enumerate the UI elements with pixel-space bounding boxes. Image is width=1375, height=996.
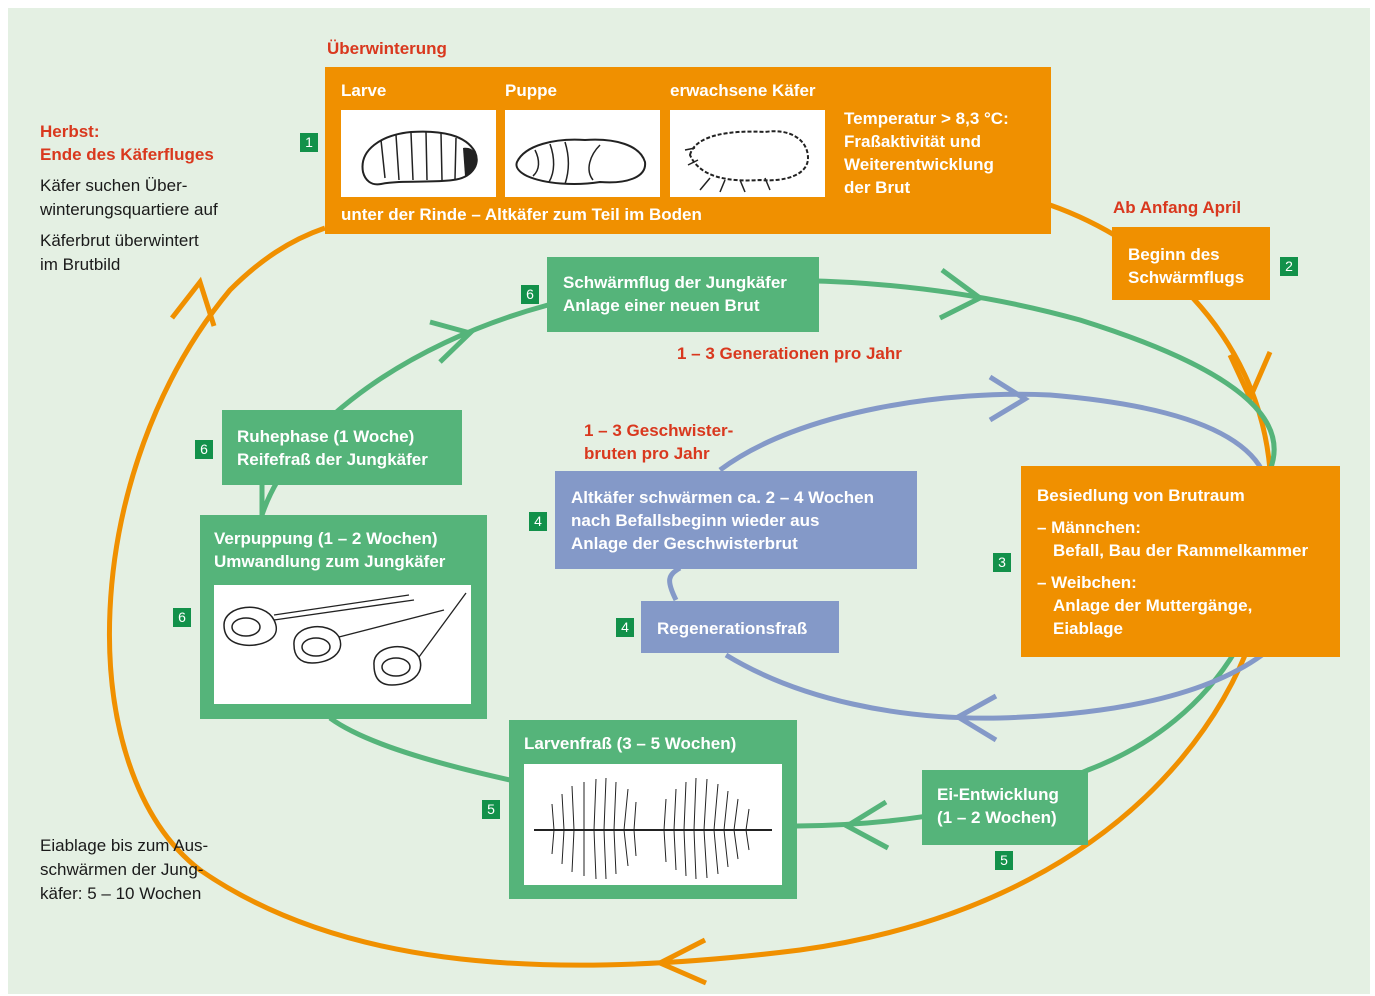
sibling-broods-note: 1 – 3 Geschwister- bruten pro Jahr	[584, 419, 733, 465]
temperature-line-4: der Brut	[844, 178, 911, 197]
larval-feeding-label: Larvenfraß (3 – 5 Wochen)	[524, 734, 737, 753]
orange-arrowhead-left	[170, 276, 217, 327]
pupation-line-1: Verpuppung (1 – 2 Wochen)	[214, 529, 438, 548]
swarm-start-line-1: Beginn des	[1128, 245, 1220, 264]
green-arrowhead-3	[841, 799, 890, 851]
step-badge-6a: 6	[521, 285, 539, 304]
step-badge-1: 1	[300, 133, 318, 152]
blue-arrowhead-1	[988, 374, 1030, 423]
bottom-note-line-1: Eiablage bis zum Aus-	[40, 836, 209, 855]
autumn-text-2: Käferbrut überwintert im Brutbild	[40, 229, 199, 277]
regeneration-label: Regenerationsfraß	[657, 619, 808, 638]
rest-phase-line-2: Reifefraß der Jungkäfer	[237, 450, 428, 469]
autumn-text2-line-2: im Brutbild	[40, 255, 121, 274]
rest-phase-line-1: Ruhephase (1 Woche)	[237, 427, 415, 446]
temperature-line-2: Fraßaktivität und	[844, 132, 981, 151]
autumn-text1-line-2: winterungsquartiere auf	[40, 200, 218, 219]
autumn-text1-line-1: Käfer suchen Über-	[40, 176, 188, 195]
old-beetles-line-2: nach Befallsbeginn wieder aus	[571, 511, 820, 530]
sibling-broods-line-1: 1 – 3 Geschwister-	[584, 421, 734, 440]
blue-arrowhead-2	[953, 693, 998, 743]
autumn-heading: Herbst: Ende des Käferfluges	[40, 120, 214, 166]
autumn-text2-line-1: Käferbrut überwintert	[40, 231, 199, 250]
colonization-female-text-1: Anlage der Muttergänge,	[1053, 596, 1253, 615]
colonization-male-text: Befall, Bau der Rammelkammer	[1053, 541, 1309, 560]
regeneration-box: Regenerationsfraß	[641, 601, 839, 653]
label-larva: Larve	[341, 81, 387, 100]
pupal-chambers-image	[214, 585, 471, 704]
young-swarm-box: Schwärmflug der Jungkäfer Anlage einer n…	[547, 257, 819, 332]
pupa-image	[505, 110, 660, 197]
old-beetles-line-1: Altkäfer schwärmen ca. 2 – 4 Wochen	[571, 488, 874, 507]
orange-arrowhead-bottom	[654, 937, 707, 986]
colonization-title: Besiedlung von Brutraum	[1037, 486, 1245, 505]
step-badge-4a: 4	[529, 512, 547, 531]
larval-feeding-box: Larvenfraß (3 – 5 Wochen)	[509, 720, 797, 899]
step-badge-6b: 6	[195, 440, 213, 459]
label-pupa: Puppe	[505, 81, 557, 100]
colonization-female-label: – Weibchen:	[1037, 573, 1137, 592]
temperature-line-1: Temperatur > 8,3 °C:	[844, 109, 1009, 128]
colonization-box: Besiedlung von Brutraum – Männchen: Befa…	[1021, 466, 1340, 657]
step-badge-2: 2	[1280, 257, 1298, 276]
colonization-male-label: – Männchen:	[1037, 518, 1141, 537]
pupation-line-2: Umwandlung zum Jungkäfer	[214, 552, 446, 571]
larva-image	[341, 110, 496, 197]
label-adult: erwachsene Käfer	[670, 81, 816, 100]
swarm-start-line-2: Schwärmflugs	[1128, 268, 1245, 287]
temperature-note: Temperatur > 8,3 °C: Fraßaktivität und W…	[844, 107, 1009, 199]
adult-beetle-image	[670, 110, 825, 197]
old-beetles-line-3: Anlage der Geschwisterbrut	[571, 534, 798, 553]
bottom-note-line-2: schwärmen der Jung-	[40, 860, 204, 879]
autumn-heading-line-1: Herbst:	[40, 122, 100, 141]
temperature-line-3: Weiterentwicklung	[844, 155, 994, 174]
autumn-text-1: Käfer suchen Über- winterungsquartiere a…	[40, 174, 218, 222]
orange-arrowhead-right	[1227, 351, 1273, 405]
overwintering-footer: unter der Rinde – Altkäfer zum Teil im B…	[341, 205, 702, 224]
gallery-image	[524, 764, 782, 885]
old-beetles-box: Altkäfer schwärmen ca. 2 – 4 Wochen nach…	[555, 471, 917, 569]
rest-phase-box: Ruhephase (1 Woche) Reifefraß der Jungkä…	[222, 410, 462, 485]
green-arrowhead-2	[938, 267, 985, 321]
bottom-note-line-3: käfer: 5 – 10 Wochen	[40, 884, 202, 903]
young-swarm-line-2: Anlage einer neuen Brut	[563, 296, 760, 315]
pupation-box: Verpuppung (1 – 2 Wochen) Umwandlung zum…	[200, 515, 487, 719]
sibling-broods-line-2: bruten pro Jahr	[584, 444, 710, 463]
april-heading: Ab Anfang April	[1113, 198, 1242, 217]
green-arrowhead-1	[429, 319, 475, 364]
generations-note: 1 – 3 Generationen pro Jahr	[677, 344, 902, 363]
young-swarm-line-1: Schwärmflug der Jungkäfer	[563, 273, 787, 292]
step-badge-6c: 6	[173, 608, 191, 627]
orange-cycle-path	[107, 202, 1277, 968]
step-badge-3: 3	[993, 553, 1011, 572]
egg-development-line-1: Ei-Entwicklung	[937, 785, 1059, 804]
egg-development-box: Ei-Entwicklung (1 – 2 Wochen)	[922, 770, 1088, 845]
step-badge-5a: 5	[482, 800, 500, 819]
colonization-female-text-2: Eiablage	[1053, 619, 1123, 638]
egg-development-line-2: (1 – 2 Wochen)	[937, 808, 1057, 827]
bottom-note: Eiablage bis zum Aus- schwärmen der Jung…	[40, 834, 208, 906]
step-badge-4b: 4	[616, 618, 634, 637]
swarm-start-box: Beginn des Schwärmflugs	[1112, 227, 1270, 300]
overwintering-box: Larve Puppe erwachsene Käfer Temperatur …	[325, 67, 1051, 234]
overwintering-heading: Überwinterung	[327, 39, 447, 58]
step-badge-5b: 5	[995, 851, 1013, 870]
autumn-heading-line-2: Ende des Käferfluges	[40, 145, 214, 164]
